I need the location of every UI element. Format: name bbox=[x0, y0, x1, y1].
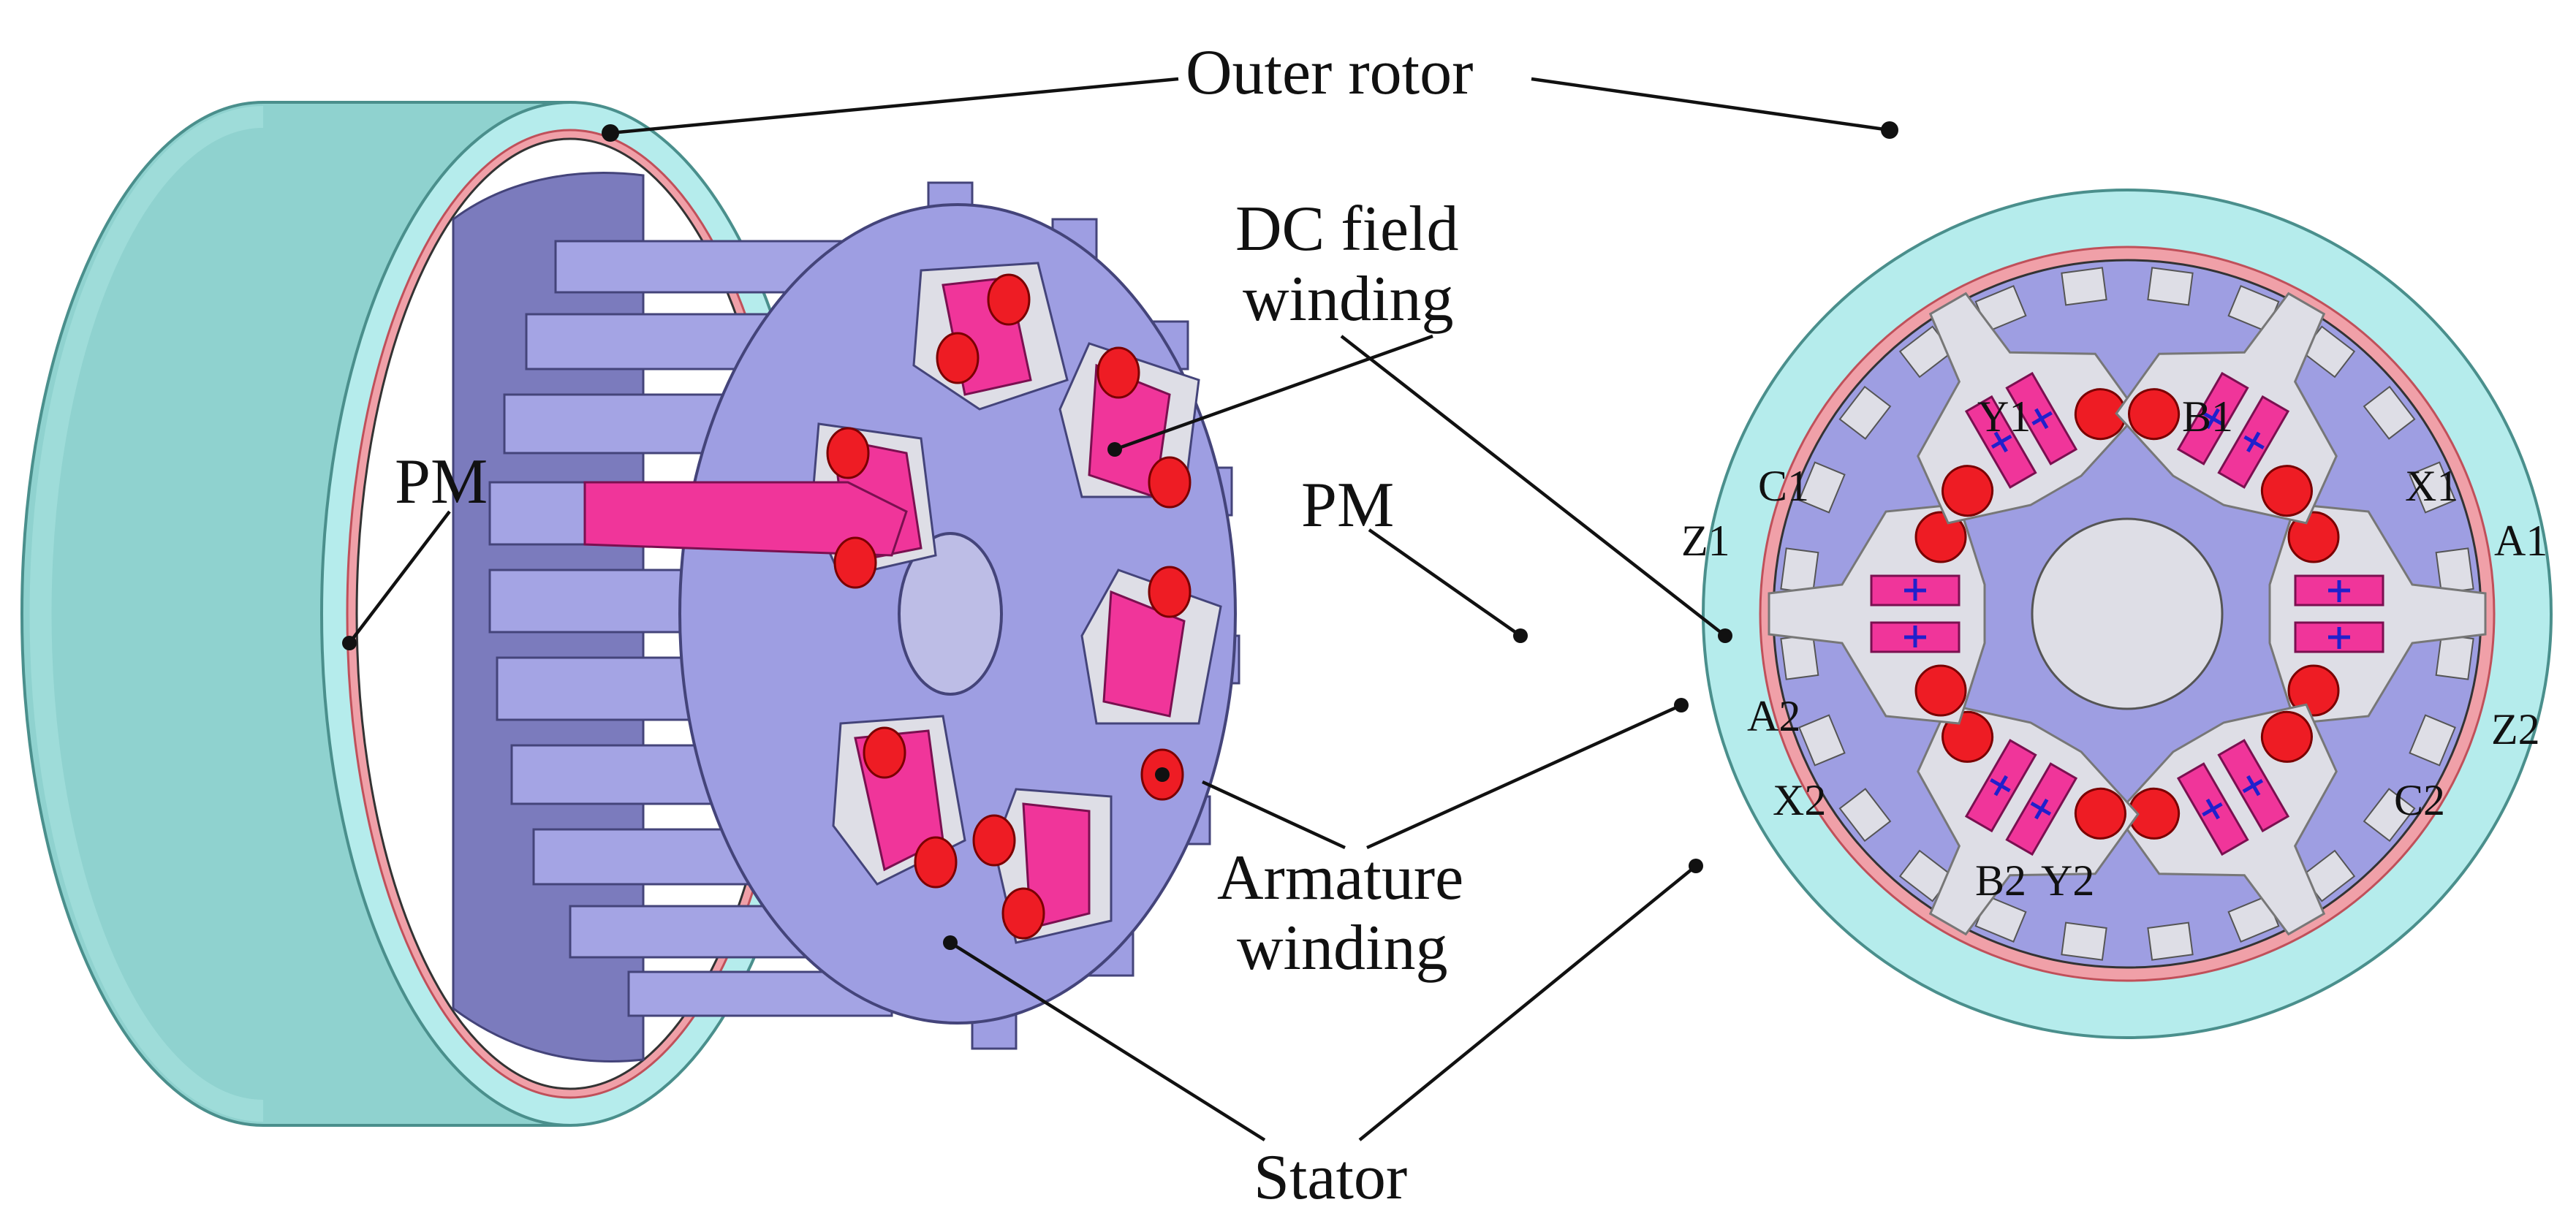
stator-slot bbox=[1768, 503, 1986, 725]
tooth-gap bbox=[2061, 921, 2107, 961]
tooth-gap bbox=[2409, 461, 2456, 514]
leader-lines bbox=[342, 77, 1898, 1141]
tooth-gap bbox=[2363, 385, 2416, 440]
port-labels: Y1 B1 C1 X1 Z1 A1 A2 Z2 X2 C2 B2 Y2 bbox=[1681, 392, 2547, 905]
port-label-z2: Z2 bbox=[2491, 705, 2540, 753]
tooth-gap bbox=[1798, 714, 1846, 767]
port-label-y1: Y1 bbox=[1977, 392, 2031, 441]
label-armature-line2: winding bbox=[1237, 913, 1447, 984]
label-dc-field-line2: winding bbox=[1243, 264, 1453, 335]
motor-cross-section: Y1 B1 C1 X1 Z1 A1 A2 Z2 X2 C2 B2 Y2 bbox=[1681, 189, 2553, 1039]
stator-slot bbox=[2115, 292, 2338, 525]
port-label-z1: Z1 bbox=[1681, 517, 1730, 565]
callout-labels: Outer rotor DC field winding PM PM Armat… bbox=[395, 37, 1473, 1213]
tooth-gap bbox=[2435, 634, 2474, 680]
port-label-c1: C1 bbox=[1758, 462, 1809, 510]
port-label-b2: B2 bbox=[1975, 856, 2026, 905]
tooth-gap bbox=[2409, 714, 2456, 767]
label-armature-line1: Armature bbox=[1217, 843, 1463, 913]
tooth-gap bbox=[1780, 634, 1819, 680]
tooth-gap bbox=[2147, 921, 2194, 961]
label-outer-rotor: Outer rotor bbox=[1186, 37, 1473, 108]
tooth-gap bbox=[2147, 267, 2194, 306]
tooth-gap bbox=[1798, 461, 1846, 514]
port-label-y2: Y2 bbox=[2041, 856, 2094, 905]
port-label-x1: X1 bbox=[2405, 462, 2458, 510]
tooth-gap bbox=[2435, 547, 2474, 594]
label-dc-field-line1: DC field bbox=[1235, 194, 1459, 265]
port-label-b1: B1 bbox=[2182, 392, 2233, 441]
stator-3d bbox=[452, 172, 1240, 1063]
motor-3d-view bbox=[20, 101, 1240, 1127]
port-label-a1: A1 bbox=[2494, 517, 2547, 565]
tooth-gap bbox=[1838, 385, 1892, 440]
label-pm-left: PM bbox=[395, 446, 488, 517]
port-label-c2: C2 bbox=[2394, 776, 2445, 824]
label-stator: Stator bbox=[1254, 1142, 1407, 1213]
tooth-gap bbox=[1780, 547, 1819, 594]
tooth-gap bbox=[1838, 788, 1892, 843]
tooth-gap bbox=[2363, 788, 2416, 843]
stator-slot bbox=[1917, 292, 2140, 525]
port-label-a2: A2 bbox=[1747, 692, 1800, 740]
port-label-x2: X2 bbox=[1773, 776, 1826, 824]
shaft-hole bbox=[2031, 517, 2224, 710]
stator-slot bbox=[1917, 703, 2140, 936]
stator-slot bbox=[2268, 503, 2487, 725]
stator-slot bbox=[2115, 703, 2338, 936]
tooth-gap bbox=[2061, 267, 2107, 306]
label-pm-right: PM bbox=[1301, 470, 1394, 541]
